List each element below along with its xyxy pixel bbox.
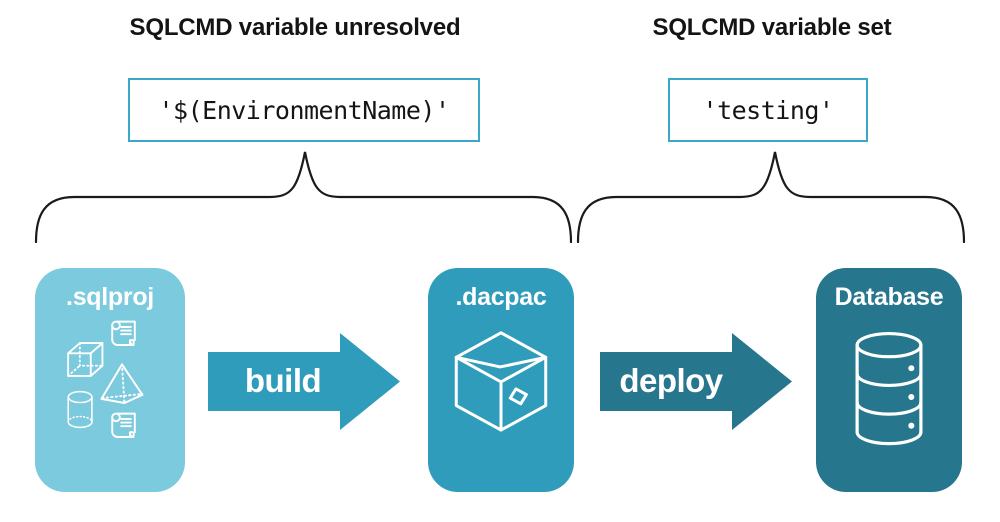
deploy-arrow-label: deploy — [619, 362, 723, 399]
sql-objects-icon — [67, 320, 144, 439]
curly-brace-left — [34, 151, 573, 244]
card-sqlproj-label: .sqlproj — [66, 283, 154, 311]
script-scroll-icon — [111, 412, 136, 439]
code-text-set: 'testing' — [702, 95, 834, 125]
build-arrow-label: build — [244, 362, 322, 399]
heading-sqlcmd-unresolved: SQLCMD variable unresolved — [129, 14, 461, 41]
cylinder-icon — [67, 390, 93, 429]
curly-brace-right — [576, 151, 966, 244]
card-dacpac: .dacpac — [428, 268, 574, 492]
script-scroll-icon — [111, 320, 136, 347]
card-database: Database — [816, 268, 962, 492]
build-arrow — [208, 333, 400, 430]
deploy-arrow — [600, 333, 792, 430]
card-sqlproj: .sqlproj — [35, 268, 185, 492]
database-icon — [855, 331, 923, 446]
build-arrow-shape — [208, 333, 400, 430]
package-label-tag — [508, 387, 528, 406]
pyramid-icon — [100, 363, 144, 404]
codebox-testing-value: 'testing' — [668, 78, 868, 142]
deploy-arrow-shape — [600, 333, 792, 430]
package-icon — [454, 331, 548, 432]
codebox-environment-variable: '$(EnvironmentName)' — [128, 78, 480, 142]
cube-icon — [67, 342, 104, 377]
database-dots — [908, 365, 915, 429]
card-dacpac-label: .dacpac — [455, 283, 547, 311]
card-database-label: Database — [834, 283, 944, 311]
code-text-unresolved: '$(EnvironmentName)' — [158, 95, 450, 125]
heading-sqlcmd-set: SQLCMD variable set — [652, 14, 892, 41]
